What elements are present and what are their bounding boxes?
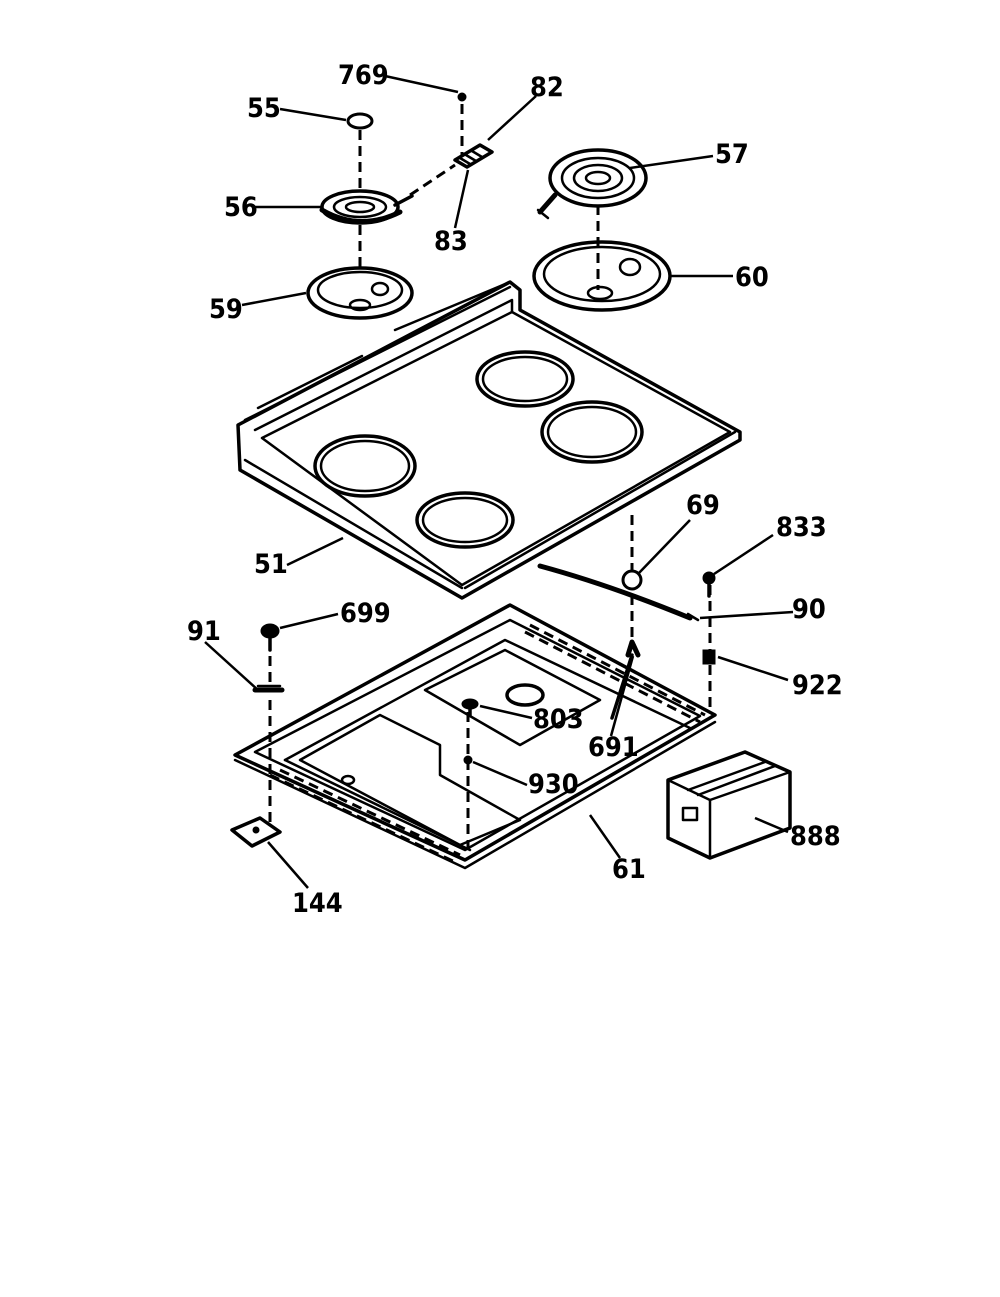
label-59: 59 — [209, 294, 243, 325]
screw-part-699 — [260, 623, 280, 652]
bracket-part-144 — [230, 816, 282, 848]
knob-part-55 — [346, 112, 374, 130]
label-82: 82 — [530, 72, 564, 103]
label-51: 51 — [254, 549, 288, 580]
label-833: 833 — [776, 512, 827, 543]
label-69: 69 — [686, 490, 720, 521]
screw-part-803 — [461, 698, 479, 717]
bracket-part-91 — [252, 684, 285, 693]
label-803: 803 — [533, 704, 584, 735]
label-90: 90 — [792, 594, 826, 625]
label-691: 691 — [588, 732, 639, 763]
label-61: 61 — [612, 854, 646, 885]
burner-opening-front-left — [313, 434, 417, 498]
burner-box-part-61 — [233, 603, 717, 870]
drip-bowl-part-59 — [306, 266, 414, 320]
box-part-888 — [666, 750, 792, 860]
label-144: 144 — [292, 888, 343, 919]
connector-part-691 — [610, 639, 641, 720]
label-699: 699 — [340, 598, 391, 629]
label-55: 55 — [247, 93, 281, 124]
label-60: 60 — [735, 262, 769, 293]
label-91: 91 — [187, 616, 221, 647]
burner-opening-rear-right — [540, 400, 644, 464]
small-surface-unit-assembly — [306, 112, 414, 320]
label-930: 930 — [528, 769, 579, 800]
clip-part-922 — [702, 649, 716, 665]
grommet-part-69 — [621, 569, 643, 591]
label-769: 769 — [338, 60, 389, 91]
surface-element-part-56 — [319, 189, 414, 225]
main-top-part-51 — [236, 280, 742, 600]
label-56: 56 — [224, 192, 258, 223]
terminal-block-part-82 — [453, 143, 494, 169]
harness-part-90 — [537, 563, 700, 622]
part-labels: 769 82 55 57 56 83 59 60 69 833 51 699 9… — [187, 60, 843, 919]
large-surface-unit-assembly — [532, 148, 672, 312]
label-57: 57 — [715, 139, 749, 170]
screw-part-833 — [702, 571, 716, 598]
label-83: 83 — [434, 226, 468, 257]
label-888: 888 — [790, 821, 841, 852]
screw-part-769 — [457, 92, 467, 102]
terminal-block-assembly — [409, 92, 494, 197]
burner-opening-front-right — [415, 491, 515, 549]
drip-bowl-part-60 — [532, 240, 672, 312]
label-922: 922 — [792, 670, 843, 701]
burner-opening-rear-left — [475, 350, 575, 408]
nut-part-930 — [463, 755, 473, 765]
leader-lines — [204, 74, 794, 889]
surface-element-part-57 — [536, 148, 648, 220]
